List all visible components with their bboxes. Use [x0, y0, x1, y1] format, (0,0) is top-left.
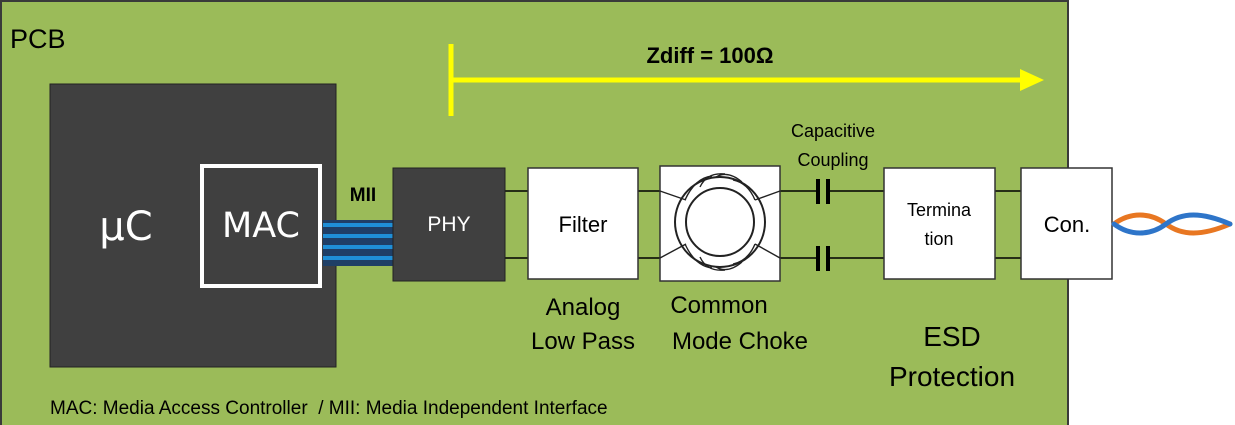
choke-block — [659, 165, 781, 282]
phy-label: PHY — [427, 213, 470, 236]
mac-block — [200, 164, 322, 288]
microcontroller-label: µC — [99, 204, 152, 250]
signal-traces — [505, 190, 1021, 259]
toroid-choke-icon — [659, 173, 781, 271]
coupling-caption-line1: Capacitive — [791, 121, 875, 141]
phy-block — [392, 167, 506, 282]
filter-block — [527, 167, 639, 280]
connector-label: Con. — [1044, 212, 1090, 237]
filter-label: Filter — [559, 212, 608, 237]
mii-label: MII — [350, 185, 376, 206]
esd-caption-line1: ESD — [923, 321, 981, 352]
filter-caption-line2: Low Pass — [531, 328, 635, 355]
esd-caption-line2: Protection — [889, 361, 1015, 392]
capacitor-icon — [816, 246, 830, 271]
termination-label-line1: Termina — [907, 200, 972, 220]
mii-bus — [323, 220, 393, 266]
termination-label-line2: tion — [924, 229, 953, 249]
connector-block — [1020, 167, 1113, 280]
impedance-label: Zdiff = 100Ω — [646, 43, 773, 68]
mac-label: MAC — [222, 206, 300, 246]
impedance-arrow — [448, 44, 1044, 116]
capacitor-icon — [816, 179, 830, 204]
filter-caption-line1: Analog — [546, 294, 621, 321]
coupling-caption-line2: Coupling — [797, 150, 868, 170]
twisted-pair-cable-icon — [1111, 212, 1233, 236]
choke-caption-line1: Common — [670, 292, 767, 319]
pcb-title: PCB — [10, 24, 66, 54]
termination-block — [883, 167, 996, 280]
footer-legend: MAC: Media Access Controller / MII: Medi… — [50, 398, 608, 419]
choke-caption-line2: Mode Choke — [672, 328, 808, 355]
